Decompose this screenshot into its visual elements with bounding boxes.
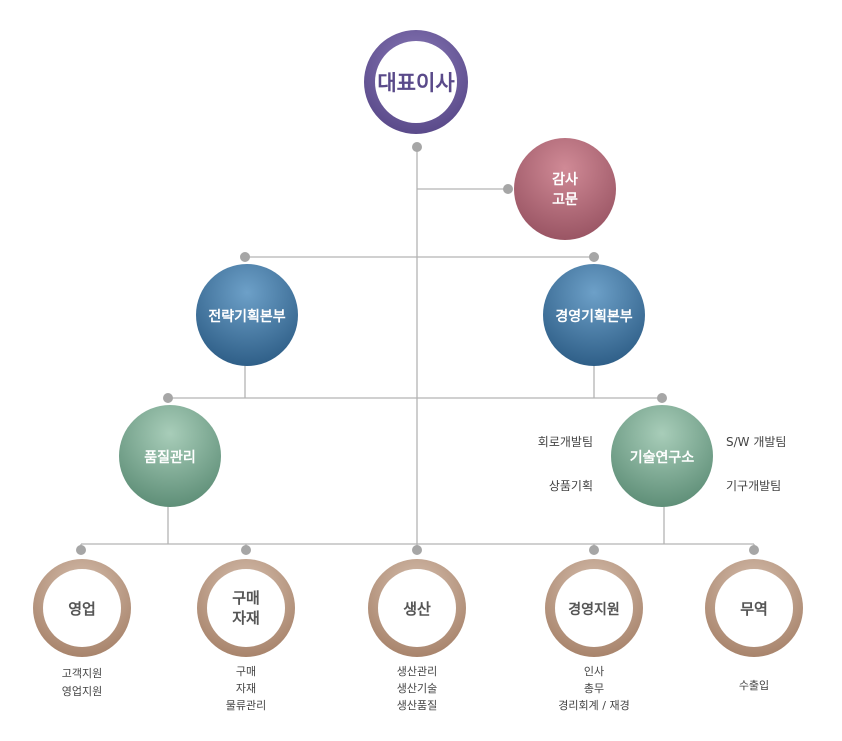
unit-sales-label: 영업: [68, 600, 96, 618]
unit-materials-label: 자재: [232, 609, 260, 627]
unit-production-label: 생산: [403, 600, 431, 618]
unit-management-support-item: 경리회계 / 재경: [558, 699, 629, 712]
unit-production-item: 생산품질: [397, 699, 437, 712]
unit-production: 생산 생산관리 생산기술 생산품질: [368, 559, 466, 712]
unit-purchasing-item: 자재: [236, 682, 256, 695]
management-division-node: 경영기획본부: [543, 264, 645, 366]
rnd-dept-label: 기술연구소: [630, 450, 695, 466]
quality-dept-node: 품질관리: [119, 405, 221, 507]
ceo-label: 대표이사: [377, 71, 455, 95]
strategy-division-label: 전략기획본부: [208, 308, 285, 325]
unit-production-item: 생산관리: [397, 665, 437, 678]
rnd-teams: 회로개발팀 상품기획 S/W 개발팀 기구개발팀: [538, 435, 787, 493]
unit-purchasing-item: 구매: [236, 665, 256, 678]
audit-label: 감사: [552, 171, 578, 188]
audit-node: 감사 고문: [514, 138, 616, 240]
strategy-division-node: 전략기획본부: [196, 264, 298, 366]
unit-sales-item: 고객지원: [62, 667, 102, 680]
ceo-node: 대표이사: [364, 30, 468, 134]
unit-management-support-item: 총무: [584, 682, 604, 695]
rnd-dept-node: 기술연구소: [611, 405, 713, 507]
unit-sales-item: 영업지원: [62, 685, 102, 698]
unit-trade: 무역 수출입: [705, 559, 803, 692]
mechanism-team-label: 기구개발팀: [726, 479, 781, 493]
unit-management-support-label: 경영지원: [568, 601, 620, 618]
unit-purchasing: 구매 자재 구매 자재 물류관리: [197, 559, 295, 712]
unit-trade-label: 무역: [740, 600, 768, 618]
unit-purchasing-item: 물류관리: [226, 699, 266, 712]
product-planning-label: 상품기획: [549, 479, 593, 493]
sw-team-label: S/W 개발팀: [726, 435, 786, 449]
unit-management-support-item: 인사: [584, 665, 604, 678]
quality-dept-label: 품질관리: [144, 449, 196, 466]
circuit-team-label: 회로개발팀: [538, 435, 593, 449]
unit-production-item: 생산기술: [397, 682, 437, 695]
unit-purchasing-label: 구매: [232, 589, 260, 607]
junction-dots: [76, 142, 759, 555]
management-division-label: 경영기획본부: [555, 308, 632, 325]
unit-trade-item: 수출입: [739, 679, 769, 692]
unit-sales: 영업 고객지원 영업지원: [33, 559, 131, 698]
advisor-label: 고문: [552, 192, 578, 208]
unit-management-support: 경영지원 인사 총무 경리회계 / 재경: [545, 559, 643, 712]
